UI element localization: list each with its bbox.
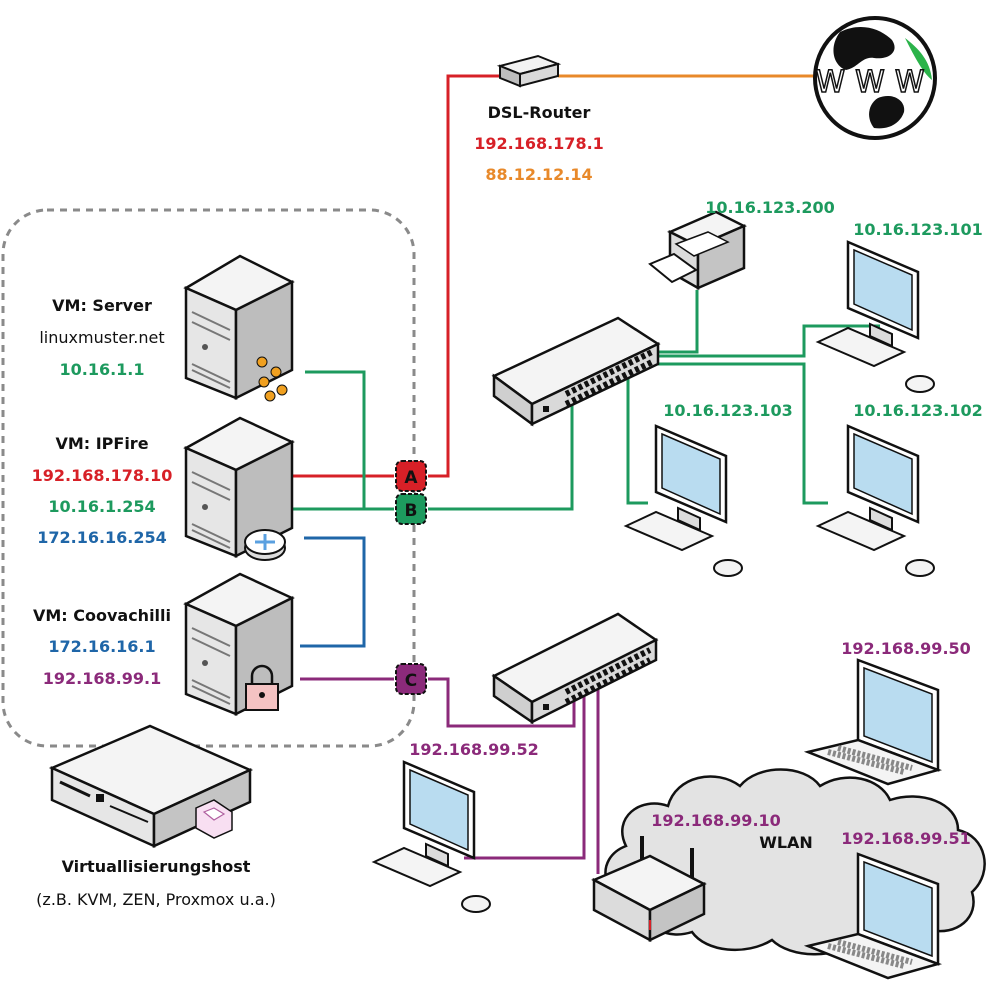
purple-line-to-switch (428, 677, 576, 728)
badge-b: B (395, 493, 427, 525)
badge-a-label: A (404, 468, 418, 488)
switch-purple-icon (491, 612, 659, 725)
virt-host-subtitle: (z.B. KVM, ZEN, Proxmox u.a.) (36, 890, 276, 909)
laptop-51-icon (803, 852, 943, 980)
dsl-router-name: DSL-Router (488, 103, 591, 122)
hotspot-tower-icon (183, 572, 295, 717)
vm-ipfire-ip-green: 10.16.1.254 (48, 497, 155, 516)
pc-102-ip: 10.16.123.102 (853, 401, 983, 420)
printer-ip: 10.16.123.200 (705, 198, 835, 217)
dsl-router-icon (496, 54, 562, 88)
badge-b-label: B (405, 501, 418, 521)
pc-101-ip: 10.16.123.101 (853, 220, 983, 239)
virt-host-title: Virtuallisierungshost (62, 857, 251, 876)
green-line-pc103 (626, 370, 648, 505)
laptop-50-ip: 192.168.99.50 (841, 639, 971, 658)
purple-line-pc52 (464, 688, 586, 860)
pc-101-icon (815, 240, 935, 393)
server-tower-icon (183, 254, 295, 402)
badge-a: A (395, 460, 427, 492)
vm-server-title: VM: Server (52, 296, 152, 315)
vm-server-ip: 10.16.1.1 (59, 360, 144, 379)
dsl-router-ip-lan: 192.168.178.1 (474, 134, 604, 153)
pc-102-icon (815, 424, 935, 577)
vm-server-hostname: linuxmuster.net (39, 328, 164, 347)
vm-coova-ip-blue: 172.16.16.1 (48, 637, 155, 656)
virtualization-host-icon (48, 724, 254, 848)
laptop-51-ip: 192.168.99.51 (841, 829, 971, 848)
wlan-ap-ip: 192.168.99.10 (651, 811, 781, 830)
switch-green-icon (491, 316, 661, 427)
green-line-to-switch (428, 392, 574, 511)
globe-icon: WWW (813, 16, 937, 140)
pc-52-ip: 192.168.99.52 (409, 740, 539, 759)
vm-coova-ip-purple: 192.168.99.1 (43, 669, 161, 688)
pc-103-ip: 10.16.123.103 (663, 401, 793, 420)
vm-ipfire-title: VM: IPFire (55, 434, 148, 453)
laptop-50-icon (803, 658, 943, 786)
pc-103-icon (623, 424, 743, 577)
badge-c-label: C (405, 671, 417, 691)
firewall-tower-icon (183, 416, 295, 561)
wlan-label: WLAN (759, 833, 813, 852)
access-point-icon (591, 836, 707, 943)
green-line-pc102 (640, 362, 828, 505)
badge-c: C (395, 663, 427, 695)
vm-coova-title: VM: Coovachilli (33, 606, 171, 625)
printer-icon (648, 210, 747, 291)
green-line-pc101 (650, 324, 880, 358)
pc-52-icon (371, 760, 491, 913)
green-line-server (305, 370, 394, 511)
red-line (292, 74, 502, 478)
vm-ipfire-ip-red: 192.168.178.10 (32, 466, 173, 485)
green-line-printer (658, 290, 699, 354)
connections (292, 74, 880, 874)
blue-line (300, 536, 366, 648)
www-label: WWW (816, 65, 935, 100)
vm-ipfire-ip-blue: 172.16.16.254 (37, 528, 167, 547)
dsl-router-ip-wan: 88.12.12.14 (485, 165, 592, 184)
